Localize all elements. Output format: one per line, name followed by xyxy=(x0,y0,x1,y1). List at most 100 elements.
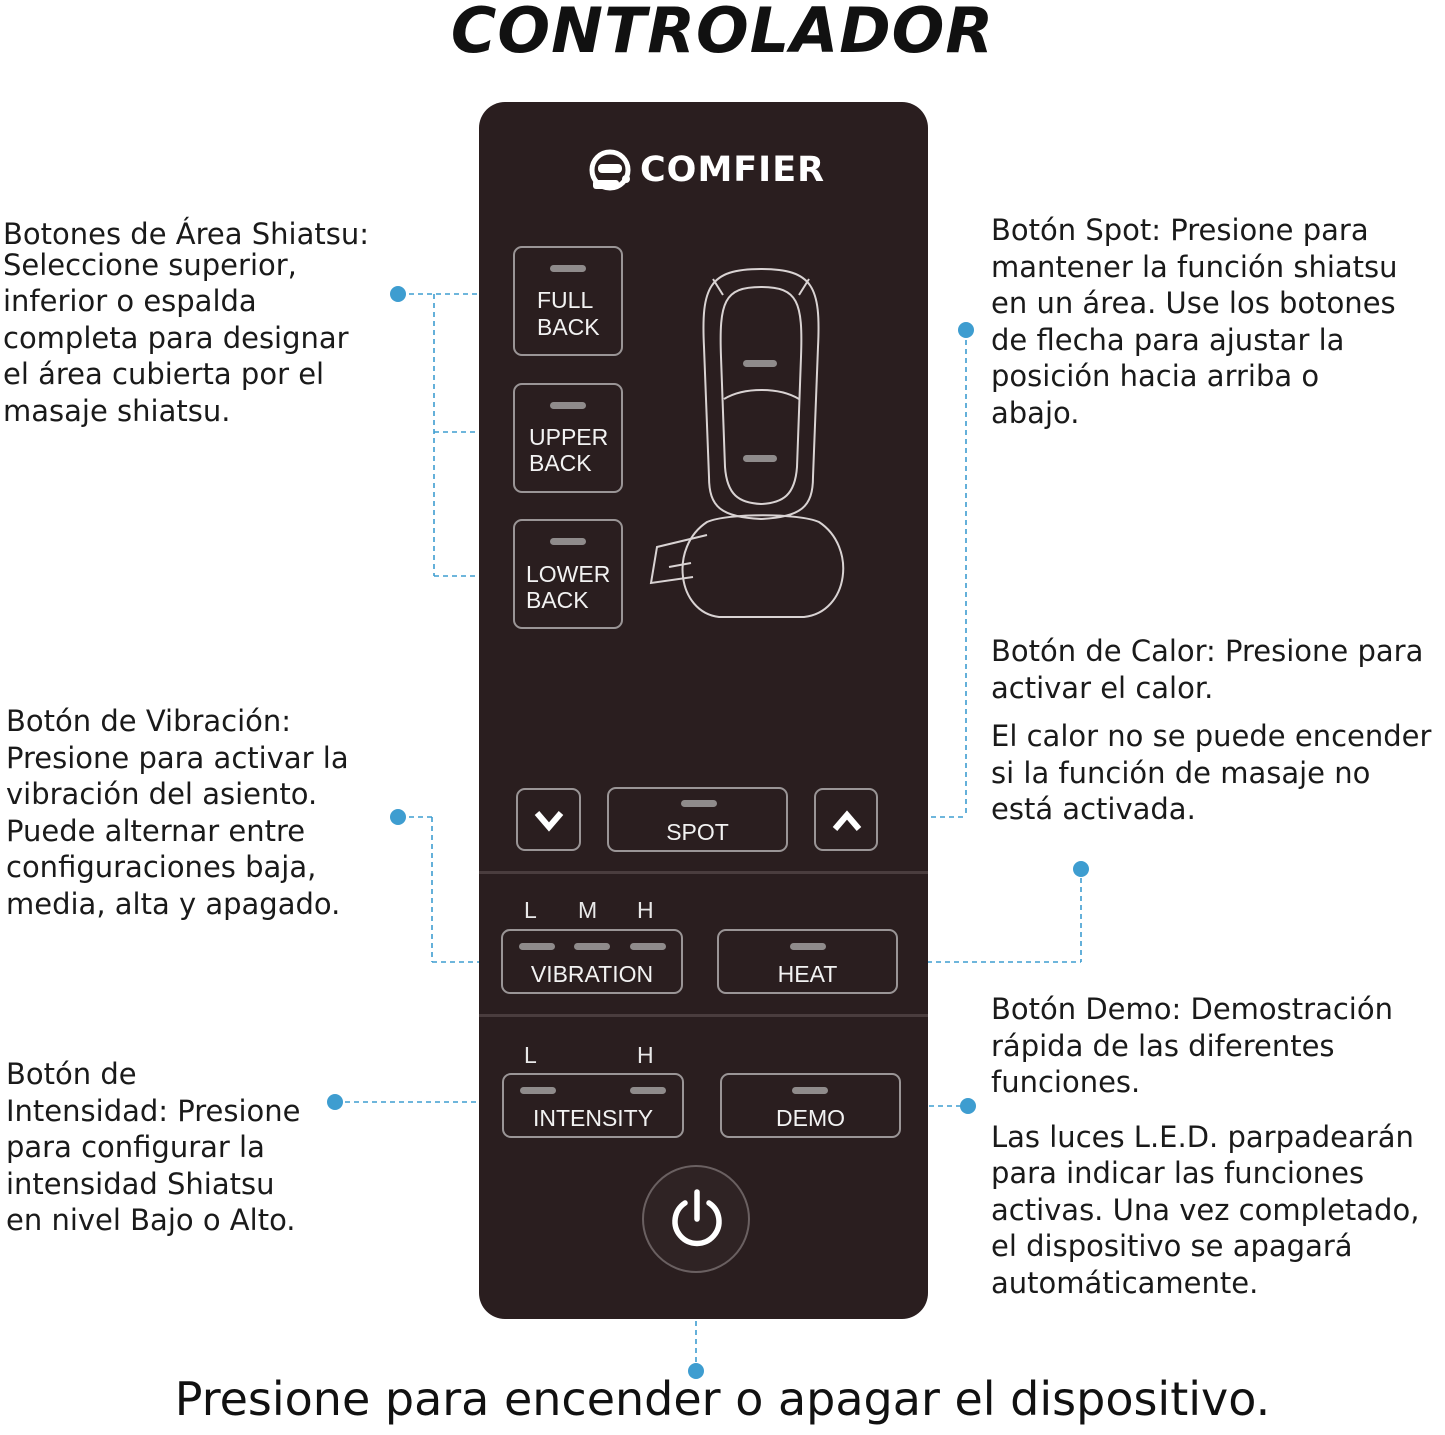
vibration-level-medium: M xyxy=(578,897,598,923)
demo-button[interactable]: DEMO xyxy=(720,1073,901,1138)
mascot-logo-icon xyxy=(589,149,631,191)
remote-controller: COMFIER FULL BACK UPPER BACK LOWER BACK xyxy=(479,102,928,1319)
lower-back-label-line1: LOWER xyxy=(526,561,611,587)
desc-line: está activada. xyxy=(991,792,1196,826)
desc-line: para configurar la xyxy=(6,1130,265,1164)
desc-line: en nivel Bajo o Alto. xyxy=(6,1203,296,1237)
heat-button[interactable]: HEAT xyxy=(717,929,898,994)
desc-line: automáticamente. xyxy=(991,1265,1259,1300)
down-arrow-button[interactable] xyxy=(516,788,581,851)
desc-line: si la función de masaje no xyxy=(991,755,1371,790)
desc-line: para indicar las funciones xyxy=(991,1156,1365,1190)
vibration-led-medium xyxy=(574,943,610,950)
desc-line: Intensidad: Presione xyxy=(6,1093,301,1128)
intensity-callout-dot xyxy=(327,1094,343,1110)
desc-line: vibración del asiento. xyxy=(6,777,318,811)
vibration-level-high: H xyxy=(637,897,654,923)
desc-line: Las luces L.E.D. parpadearán xyxy=(991,1119,1414,1154)
intensity-description: Botón de Intensidad: Presione para confi… xyxy=(6,1056,326,1239)
vibration-callout-dot xyxy=(390,809,406,825)
intensity-level-high: H xyxy=(637,1042,654,1068)
vibration-button[interactable]: VIBRATION xyxy=(501,929,683,994)
desc-line: el dispositivo se apagará xyxy=(991,1229,1353,1263)
up-arrow-button[interactable] xyxy=(814,788,878,851)
desc-line: Botón de xyxy=(6,1057,137,1091)
power-description: Presione para encender o apagar el dispo… xyxy=(174,1372,1271,1426)
desc-line: inferior o espalda xyxy=(3,284,257,318)
desc-line: Botón Demo: Demostración xyxy=(991,992,1393,1026)
intensity-level-low: L xyxy=(524,1042,537,1068)
desc-line: Botón Spot: Presione para xyxy=(991,213,1369,247)
upper-back-led xyxy=(550,402,586,409)
desc-line: el área cubierta por el xyxy=(3,357,325,391)
desc-line: intensidad Shiatsu xyxy=(6,1166,275,1201)
upper-back-label-line2: BACK xyxy=(529,450,592,476)
upper-back-label-line1: UPPER xyxy=(529,424,609,450)
desc-line: posición hacia arriba o xyxy=(991,359,1320,393)
full-back-button[interactable]: FULL BACK xyxy=(513,246,623,356)
heat-callout-dot xyxy=(1073,861,1089,877)
vibration-led-high xyxy=(630,943,666,950)
page-title: CONTROLADOR xyxy=(450,0,995,67)
desc-line: funciones. xyxy=(991,1065,1141,1099)
shiatsu-area-callout-dot xyxy=(390,286,406,302)
demo-led xyxy=(792,1087,828,1094)
spot-label: SPOT xyxy=(666,819,729,845)
brand-name: COMFIER xyxy=(640,150,826,190)
upper-back-button[interactable]: UPPER BACK xyxy=(513,383,623,493)
intensity-label: INTENSITY xyxy=(532,1105,654,1131)
full-back-label-line1: FULL xyxy=(537,287,594,313)
desc-line: masaje shiatsu. xyxy=(3,393,231,428)
demo-description: Botón Demo: Demostración rápida de las d… xyxy=(991,991,1443,1301)
heat-description: Botón de Calor: Presione para activar el… xyxy=(991,633,1443,828)
intensity-led-high xyxy=(630,1087,666,1094)
desc-line: Seleccione superior, xyxy=(3,247,297,282)
desc-line: rápida de las diferentes xyxy=(991,1028,1335,1063)
desc-line: activas. Una vez completado, xyxy=(991,1192,1420,1227)
lower-back-button[interactable]: LOWER BACK xyxy=(513,519,623,629)
spot-led xyxy=(681,800,717,807)
power-callout-dot xyxy=(688,1363,704,1379)
shiatsu-area-description: Botones de Área Shiatsu: Seleccione supe… xyxy=(3,216,393,429)
spot-callout-dot xyxy=(958,322,974,338)
lower-back-led xyxy=(550,538,586,545)
desc-line: en un área. Use los botones xyxy=(991,286,1396,320)
shiatsu-area-heading: Botones de Área Shiatsu: xyxy=(3,217,369,251)
desc-line: activar el calor. xyxy=(991,670,1214,705)
desc-line: completa para designar xyxy=(3,320,349,355)
massage-seat-illustration xyxy=(649,267,845,618)
chevron-up-icon xyxy=(832,810,862,831)
full-back-led xyxy=(550,265,586,272)
spot-button[interactable]: SPOT xyxy=(607,787,788,852)
heat-led xyxy=(790,943,826,950)
vibration-label: VIBRATION xyxy=(530,961,654,987)
intensity-led-low xyxy=(520,1087,556,1094)
seat-lower-led xyxy=(743,455,777,462)
power-button[interactable] xyxy=(642,1165,750,1273)
desc-line: abajo. xyxy=(991,395,1080,430)
demo-callout-dot xyxy=(960,1098,976,1114)
demo-label: DEMO xyxy=(776,1105,845,1131)
desc-line: Botón de Vibración: xyxy=(6,704,292,738)
vibration-level-low: L xyxy=(524,897,537,923)
lower-back-label-line2: BACK xyxy=(526,587,589,613)
desc-line: de flecha para ajustar la xyxy=(991,322,1345,357)
panel-divider xyxy=(479,1014,928,1017)
vibration-led-low xyxy=(519,943,555,950)
heat-label: HEAT xyxy=(777,961,838,987)
desc-line: El calor no se puede encender xyxy=(991,719,1432,753)
power-icon xyxy=(672,1189,722,1247)
desc-line: Botón de Calor: Presione para xyxy=(991,634,1424,668)
desc-line: mantener la función shiatsu xyxy=(991,249,1398,284)
spot-description: Botón Spot: Presione para mantener la fu… xyxy=(991,212,1441,431)
desc-line: Puede alternar entre xyxy=(6,813,306,848)
desc-line: media, alta y apagado. xyxy=(6,886,341,921)
seat-upper-led xyxy=(743,360,777,367)
vibration-description: Botón de Vibración: Presione para activa… xyxy=(6,703,386,922)
full-back-label-line2: BACK xyxy=(537,314,600,340)
desc-line: Presione para activar la xyxy=(6,740,349,775)
desc-line: configuraciones baja, xyxy=(6,850,317,884)
panel-divider xyxy=(479,871,928,874)
chevron-down-icon xyxy=(534,811,564,832)
intensity-button[interactable]: INTENSITY xyxy=(502,1073,684,1138)
